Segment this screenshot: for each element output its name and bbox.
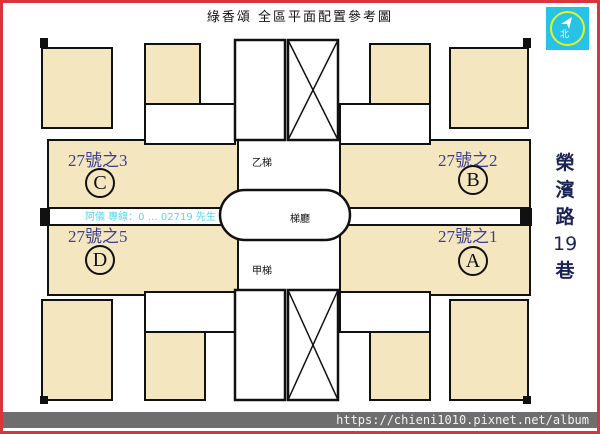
unit-label-a: 27號之1: [438, 227, 498, 246]
room-a-bedroom1: [449, 299, 529, 401]
footer-bar: https://chieni1010.pixnet.net/album: [3, 412, 597, 428]
room-a-bedroom2: [369, 329, 431, 401]
compass-ring: [550, 11, 585, 46]
compass: 北: [546, 7, 589, 50]
room-b-bedroom2: [369, 43, 431, 105]
compass-label: 北: [560, 30, 570, 40]
room-a-kitchen: [339, 291, 431, 333]
page-title: 綠香頌 全區平面配置參考圖: [206, 10, 394, 25]
room-c-bedroom2: [144, 43, 201, 105]
stair-b: [233, 38, 287, 142]
unit-letter-a: A: [458, 246, 488, 276]
room-d-bedroom1: [41, 299, 113, 401]
stair-a: [233, 288, 287, 402]
room-d-bedroom2: [144, 329, 206, 401]
street-char: 榮: [555, 152, 575, 174]
unit-letter-d: D: [85, 245, 115, 275]
stair-b-label: 乙梯: [252, 158, 272, 169]
street-char: 濱: [555, 179, 575, 201]
room-c-bedroom1: [41, 47, 113, 129]
lobby: [218, 188, 352, 242]
room-b-living: [339, 139, 531, 209]
unit-label-c: 27號之3: [68, 151, 128, 170]
lobby-label: 梯廳: [290, 214, 310, 225]
street-char: 路: [555, 206, 575, 228]
room-d-kitchen: [144, 291, 236, 333]
room-d-living: [47, 224, 239, 296]
street-char: 巷: [555, 260, 575, 282]
unit-letter-b: B: [458, 165, 488, 195]
unit-label-b: 27號之2: [438, 151, 498, 170]
room-c-kitchen: [144, 103, 236, 145]
room-b-kitchen: [339, 103, 431, 145]
unit-letter-c: C: [85, 168, 115, 198]
unit-label-d: 27號之5: [68, 227, 128, 246]
watermark: 阿儀 專線：0 … 02719 先生: [85, 212, 216, 223]
stair-a-label: 甲梯: [252, 266, 272, 277]
street-char: 19: [553, 233, 578, 255]
street-name: 榮 濱 路 19 巷: [553, 150, 577, 285]
room-b-bedroom1: [449, 47, 529, 129]
room-c-living: [47, 139, 239, 209]
room-a-living: [339, 224, 531, 296]
source-url: https://chieni1010.pixnet.net/album: [336, 413, 589, 427]
north-arrow-icon: [561, 17, 572, 29]
